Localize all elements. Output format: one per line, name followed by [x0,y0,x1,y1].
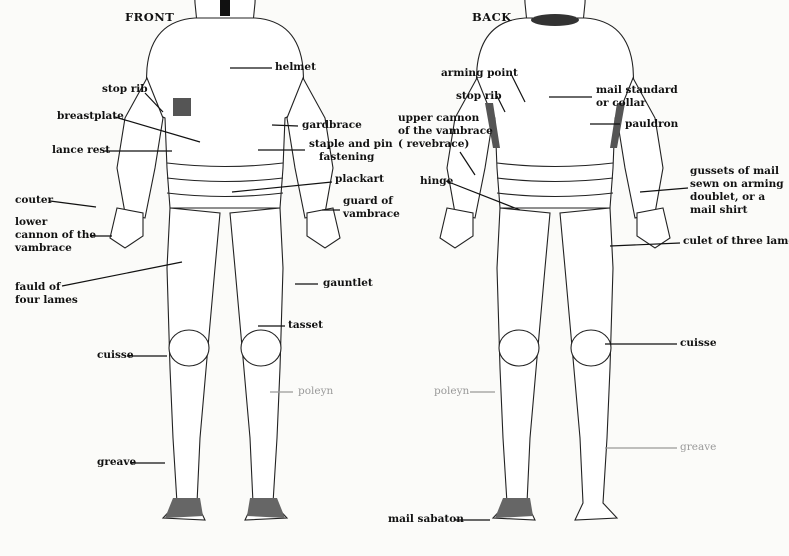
label-line: four lames [15,294,78,306]
label-gardbrace: gardbrace [302,119,362,131]
front-heading: FRONT [125,10,175,24]
label-line: lower [15,216,48,228]
label-gauntlet: gauntlet [323,277,373,289]
mail-foot [247,498,285,518]
label-line: gussets of mail [690,165,779,177]
label-lance-rest: lance rest [52,144,111,156]
label-plackart: plackart [335,173,384,185]
label-line: upper cannon [398,112,480,124]
label-helmet: helmet [275,61,316,73]
label-line: sewn on arming [690,178,784,190]
label-line: ( revebrace) [398,138,470,150]
label-greave-back: greave [680,441,717,453]
mail-sabaton-shape [495,498,533,518]
label-cuisse: cuisse [97,349,134,361]
label-line: doublet, or a [690,191,766,203]
label-pauldron: pauldron [625,118,679,130]
label-culet: culet of three lames [683,235,789,247]
label-poleyn-back: poleyn [434,385,470,397]
label-line: vambrace [343,208,400,220]
visor-slot [220,0,230,16]
label-line: guard of [343,195,393,207]
label-line: or collar [596,97,646,109]
label-stop-rib-back: stop rib [456,90,502,102]
mail-gussets [485,103,625,148]
label-cuisse-back: cuisse [680,337,717,349]
front-leader-lines [49,67,340,464]
label-tasset: tasset [288,319,324,331]
label-stop-rib: stop rib [102,83,148,95]
back-heading: BACK [472,10,512,24]
label-line: vambrace [15,242,72,254]
label-hinge: hinge [420,175,454,187]
back-figure [439,0,671,521]
label-line: fastening [319,151,375,163]
label-line: staple and pin [309,138,393,150]
label-line: mail shirt [690,204,748,216]
mail-foot [165,498,203,518]
lance-rest [173,98,191,116]
back-leader-lines [445,75,689,521]
label-line: of the vambrace [398,125,493,137]
label-arming-point: arming point [441,67,518,79]
label-greave: greave [97,456,137,468]
label-poleyn: poleyn [298,385,334,397]
label-line: cannon of the [15,229,97,241]
label-breastplate: breastplate [57,110,124,122]
label-line: mail standard [596,84,678,96]
mail-collar [531,14,579,26]
front-figure [109,0,341,521]
label-mail-sabaton: mail sabaton [388,513,464,525]
label-line: fauld of [15,281,61,293]
label-couter: couter [15,194,54,206]
